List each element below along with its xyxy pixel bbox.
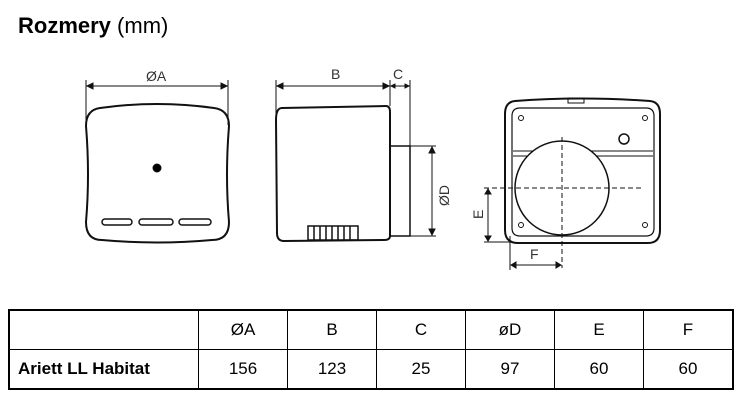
label-b: B: [331, 66, 340, 82]
label-d: ØD: [436, 185, 452, 206]
table-cell: 123: [287, 349, 377, 390]
label-a: ØA: [146, 68, 167, 84]
table-cell: 60: [643, 349, 734, 390]
label-f: F: [530, 246, 539, 262]
title-unit: (mm): [117, 13, 169, 38]
title-text: Rozmery: [18, 13, 111, 38]
page-title: Rozmery (mm): [18, 13, 168, 39]
dimension-drawing: ØA B C ØD E: [84, 66, 661, 270]
table-cell: 97: [465, 349, 555, 390]
table-cell: 60: [554, 349, 644, 390]
table-header-row: ØA B C øD E F: [8, 309, 734, 350]
side-view: B C ØD: [274, 66, 452, 243]
header-cell: E: [554, 309, 644, 350]
table-cell: 156: [198, 349, 288, 390]
label-c: C: [393, 66, 403, 82]
header-cell: øD: [465, 309, 555, 350]
header-cell: [8, 309, 199, 350]
label-e: E: [470, 210, 486, 219]
row-label: Ariett LL Habitat: [8, 349, 199, 390]
header-cell: C: [376, 309, 466, 350]
header-cell: B: [287, 309, 377, 350]
table-cell: 25: [376, 349, 466, 390]
header-cell: F: [643, 309, 734, 350]
rear-view: E F: [470, 97, 661, 270]
table-row: Ariett LL Habitat 156 123 25 97 60 60: [8, 349, 734, 390]
front-view: ØA: [84, 68, 231, 244]
header-cell: ØA: [198, 309, 288, 350]
dimensions-table: ØA B C øD E F Ariett LL Habitat 156 123 …: [8, 309, 734, 390]
